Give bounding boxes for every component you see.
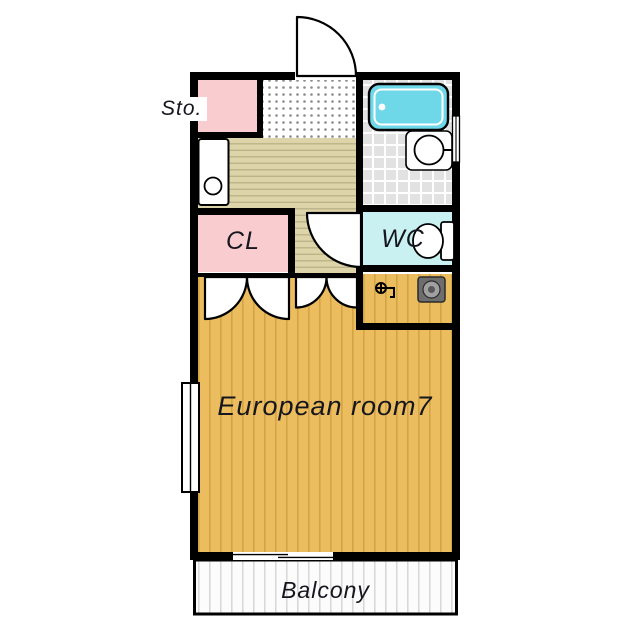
bathtub-inner-rim: [373, 88, 444, 126]
laundry-faucet-icon: [375, 282, 395, 298]
wall: [190, 208, 295, 215]
storage-label: Sto.: [156, 97, 208, 121]
wall: [257, 72, 263, 138]
wall: [190, 552, 233, 560]
wall: [190, 72, 198, 383]
washing-machine-icon: [417, 276, 446, 303]
wall: [356, 72, 460, 80]
entrance-door-arc: [295, 15, 358, 78]
wall: [190, 132, 263, 138]
storage-floor: [198, 80, 257, 138]
balcony-floor: [193, 558, 458, 616]
wall: [356, 205, 460, 212]
main-room-floor: [198, 274, 452, 552]
wall: [190, 492, 198, 560]
closet-floor: [198, 215, 288, 272]
wall: [356, 265, 460, 272]
kitchen-sink-icon: [203, 176, 223, 196]
bathtub-drain: [378, 103, 386, 111]
wall: [356, 323, 460, 330]
wall: [356, 72, 363, 330]
wall: [452, 72, 460, 116]
wc-label: WC: [381, 225, 425, 253]
walls: [190, 72, 460, 560]
wall: [333, 552, 460, 560]
wall: [452, 162, 460, 560]
fixtures: [197, 82, 455, 303]
wall: [288, 208, 295, 278]
main-room-label: European room7: [217, 391, 433, 421]
openings: [181, 115, 461, 560]
closet-door-arcs: [245, 275, 291, 321]
toilet-icon: [412, 223, 444, 259]
closet-label: CL: [226, 227, 260, 255]
balcony-sliding-door-icon: [233, 552, 333, 560]
doors: [203, 15, 363, 321]
wc-door-arc: [305, 211, 363, 269]
washbasin-icon: [413, 134, 445, 166]
kitchen-floor: [263, 80, 356, 138]
door-header: [193, 273, 363, 277]
wall: [190, 72, 295, 80]
bathtub-icon: [367, 82, 450, 132]
balcony-label: Balcony: [281, 577, 370, 603]
room-door-arcs: [325, 275, 359, 309]
